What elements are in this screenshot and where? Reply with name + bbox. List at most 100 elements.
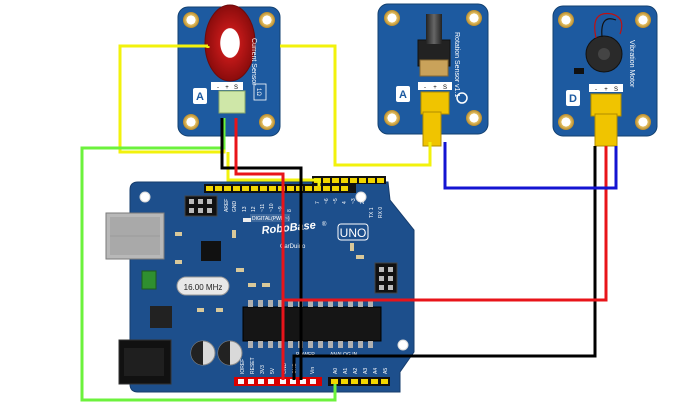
vibration-motor-module: D - + S Vibration Motor xyxy=(552,5,658,147)
connector-housing xyxy=(420,91,450,115)
mount-hole xyxy=(635,12,651,28)
motor-leads-black xyxy=(601,18,617,38)
digital-header-label: DIGITAL(PWM~) xyxy=(252,216,290,222)
brand-logo: RoboBase xyxy=(261,219,316,237)
board-model: CarDuino xyxy=(280,244,306,250)
type-badge xyxy=(566,90,580,106)
pin-label: S xyxy=(443,85,447,91)
smd-components xyxy=(574,68,584,74)
top-pin-label: TX 1 xyxy=(369,207,375,218)
top-pin-label: 7 xyxy=(315,201,321,204)
pin-label-strip xyxy=(589,84,623,92)
analog-pin-label: A0 xyxy=(333,368,339,374)
mount-ring xyxy=(456,92,468,104)
mount-hole xyxy=(558,114,574,130)
mount-hole xyxy=(384,10,400,26)
current-transformer-ring xyxy=(204,4,256,82)
connector-housing xyxy=(590,93,622,117)
mount-hole xyxy=(183,12,199,28)
power-header-pads xyxy=(238,379,316,384)
top-pin-label: ~6 xyxy=(324,198,330,204)
top-pin-label: ~9 xyxy=(278,206,284,212)
power-pin-label: RESET xyxy=(250,357,256,374)
vibration-motor-label: Vibration Motor xyxy=(628,40,635,88)
power-pin-label: 5V xyxy=(270,367,276,374)
power-pin-label: Vin xyxy=(310,367,316,374)
motor-leads xyxy=(594,12,623,39)
mount-hole xyxy=(384,110,400,126)
mount-hole xyxy=(558,12,574,28)
wires xyxy=(80,44,618,402)
pin-labels: - + S xyxy=(217,85,238,91)
capacitor-right xyxy=(217,340,243,366)
uno-label: UNO xyxy=(340,226,367,240)
rotation-sensor-label: Rotation Sensor v1.1 xyxy=(453,32,460,97)
icsp-header-right xyxy=(374,262,398,294)
pin-label: - xyxy=(595,87,597,93)
mount-hole xyxy=(259,12,275,28)
pin-label: S xyxy=(614,87,618,93)
pin-label-strip xyxy=(211,82,243,90)
analog-pin-label: A1 xyxy=(343,368,349,374)
capacitor-left xyxy=(190,340,216,366)
top-pin-label: 12 xyxy=(251,206,257,212)
top-pin-label: ~5 xyxy=(333,198,339,204)
board-mount-hole xyxy=(139,191,151,203)
type-badge-letter: D xyxy=(569,93,577,105)
led-on xyxy=(243,218,251,222)
atmega-chip xyxy=(242,300,382,348)
power-header xyxy=(234,377,322,386)
analog-header xyxy=(328,377,390,386)
pin-labels: - + S xyxy=(424,85,447,91)
connector-tail xyxy=(422,111,442,147)
type-badge-letter: A xyxy=(399,89,407,101)
type-badge-letter: A xyxy=(196,91,204,103)
connector-note-box xyxy=(253,83,267,101)
potentiometer-base xyxy=(419,59,449,77)
top-pin-labels: 13 12 ~11 ~10 ~9 8 7 ~6 ~5 4 ~3 2 TX 1 R… xyxy=(242,198,384,218)
motor-disc-center xyxy=(598,48,610,60)
pin-label: - xyxy=(217,85,219,91)
mount-hole xyxy=(635,114,651,130)
top-pin-label: 8 xyxy=(287,209,293,212)
crystal-label: 16.00 MHz xyxy=(184,283,223,292)
top-pin-label: 2 xyxy=(360,201,366,204)
top-pin-label: RX 0 xyxy=(378,207,384,218)
icsp-pins-top xyxy=(189,199,212,213)
wire-yellow-to-board xyxy=(226,152,321,186)
digital-header-right xyxy=(312,176,386,184)
analog-pin-label: A2 xyxy=(353,368,359,374)
analog-pin-label: A3 xyxy=(363,368,369,374)
pin-label: S xyxy=(234,85,238,91)
usb-jack xyxy=(105,212,165,260)
wire-blue-rotation xyxy=(443,142,618,190)
pin-labels: - + S xyxy=(595,87,618,93)
power-pin-label: 3V3 xyxy=(260,365,266,374)
digital-label-box xyxy=(250,214,290,222)
uno-badge: UNO xyxy=(337,223,369,241)
wire-black-current xyxy=(220,118,303,380)
analog-pin-labels: A0 A1 A2 A3 A4 A5 xyxy=(333,368,389,374)
aref-label: AREF xyxy=(224,199,230,212)
icsp-pins-right xyxy=(379,267,393,290)
mount-hole xyxy=(259,114,275,130)
pin-label: + xyxy=(225,85,229,91)
regulator xyxy=(150,306,172,328)
top-pin-label: ~10 xyxy=(269,203,275,212)
analog-header-pads xyxy=(331,379,388,384)
current-sensor-label: Current Sensor xyxy=(250,38,257,86)
top-pin-label: 13 xyxy=(242,206,248,212)
mount-hole xyxy=(466,10,482,26)
rotation-sensor-module: A - + S Rotation Sensor v1.1 xyxy=(377,3,489,147)
wire-yellow-rotation xyxy=(280,44,432,167)
current-sensor-module: A - + S Current Sensor 1Ω xyxy=(177,4,281,137)
top-pin-label: 4 xyxy=(342,201,348,204)
connector-tail xyxy=(594,113,618,147)
analog-pin-label: A5 xyxy=(383,368,389,374)
brand-registered: ® xyxy=(322,221,327,228)
wire-red-vibration xyxy=(283,146,608,302)
pin-label: + xyxy=(433,85,437,91)
mount-hole xyxy=(183,114,199,130)
top-pin-label: ~3 xyxy=(351,198,357,204)
